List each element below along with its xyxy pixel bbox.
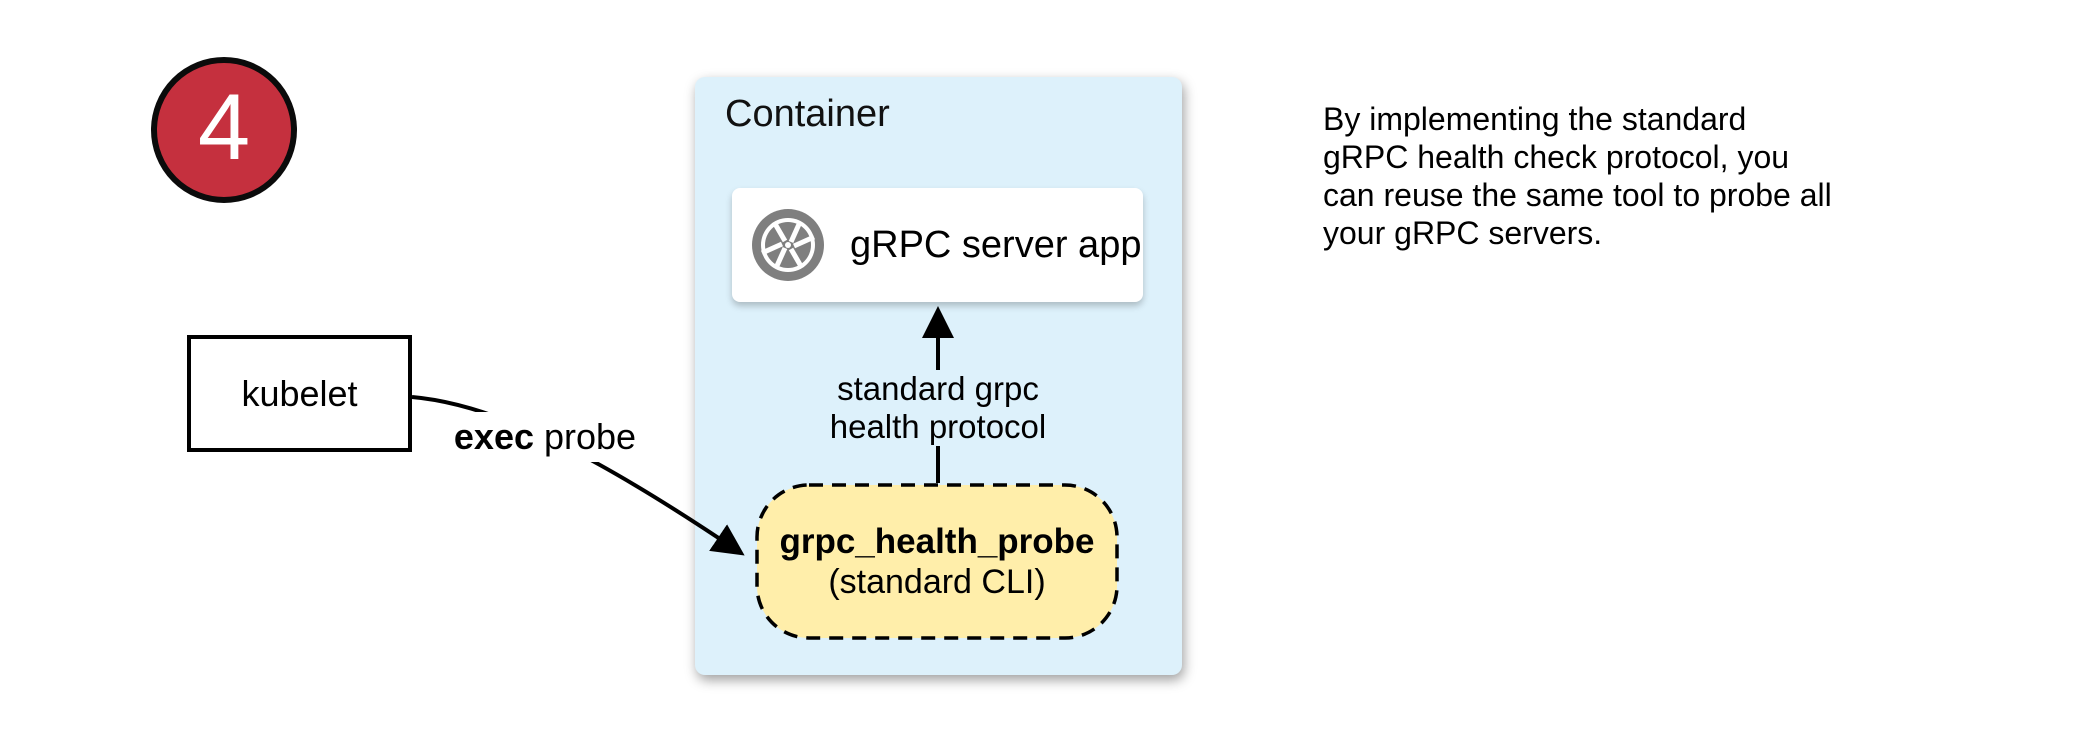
grpc-health-probe-title: grpc_health_probe	[779, 521, 1095, 561]
grpc-server-app-label: gRPC server app	[850, 223, 1142, 266]
note-paragraph: By implementing the standard gRPC health…	[1323, 100, 1903, 252]
grpc-health-probe-box: grpc_health_probe (standard CLI)	[757, 485, 1117, 638]
step-number: 4	[197, 74, 251, 179]
protocol-label-line2: health protocol	[829, 408, 1047, 445]
note-line-1: By implementing the standard	[1323, 101, 1747, 137]
note-line-4: your gRPC servers.	[1323, 215, 1603, 251]
exec-probe-label-bold: exec	[453, 416, 534, 457]
grpc-health-probe-pill	[755, 483, 1119, 640]
protocol-arrow-label: standard grpc health protocol	[778, 370, 1098, 446]
step-number-badge: 4	[151, 57, 297, 203]
kubelet-box: kubelet	[187, 335, 412, 452]
exec-probe-label: exec probe	[447, 412, 643, 462]
note-line-3: can reuse the same tool to probe all	[1323, 177, 1832, 213]
exec-probe-label-rest: probe	[534, 416, 637, 457]
aperture-icon	[752, 209, 824, 281]
grpc-server-app-box: gRPC server app	[732, 188, 1143, 302]
grpc-health-probe-subtitle: (standard CLI)	[828, 562, 1046, 601]
protocol-label-line1: standard grpc	[837, 370, 1039, 407]
note-line-2: gRPC health check protocol, you	[1323, 139, 1790, 175]
kubelet-label: kubelet	[241, 372, 358, 414]
container-title: Container	[725, 93, 890, 135]
